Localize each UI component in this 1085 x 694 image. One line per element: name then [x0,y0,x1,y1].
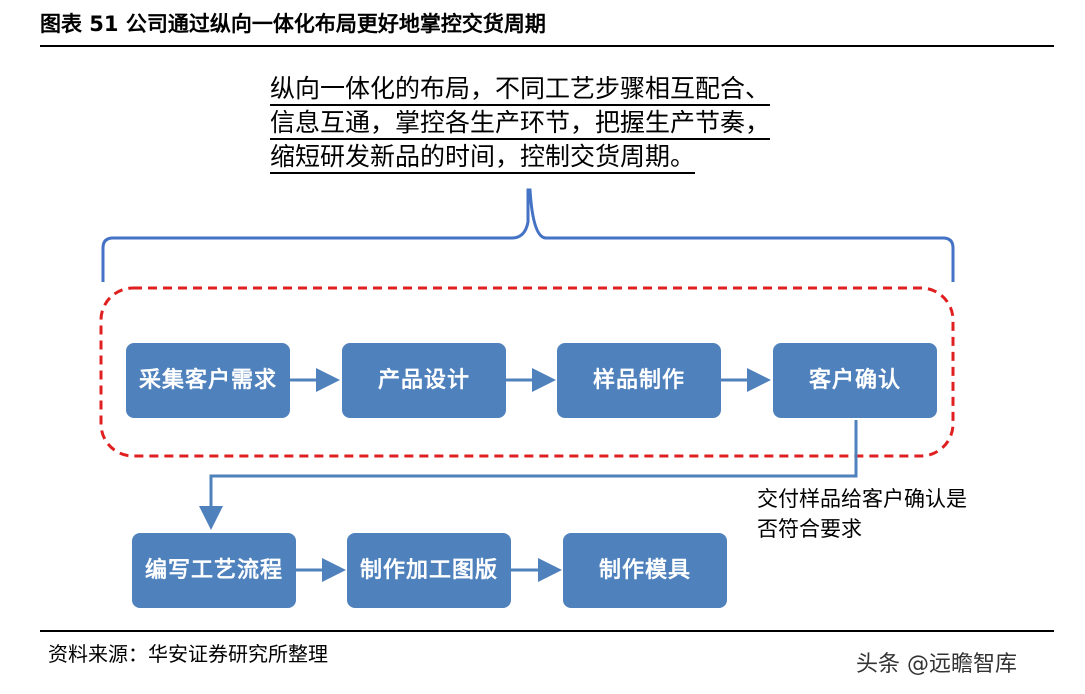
arrow-4-5 [199,420,858,530]
step-product-design: 产品设计 [342,343,506,418]
bottom-divider [40,630,1054,632]
curly-bracket [101,188,955,282]
figure-title: 图表 51 公司通过纵向一体化布局更好地掌控交货周期 [40,12,546,36]
watermark: 头条 @远瞻智库 [856,652,1017,677]
step-collect-requirements: 采集客户需求 [126,343,290,418]
note-line-2: 信息互通，掌控各生产环节，把握生产节奏， [270,106,870,140]
step-mold-making: 制作模具 [563,533,727,608]
step-plate-making: 制作加工图版 [347,533,511,608]
source-caption: 资料来源：华安证券研究所整理 [48,642,328,666]
step-process-writing: 编写工艺流程 [132,533,296,608]
note-line-3: 缩短研发新品的时间，控制交货周期。 [270,140,870,174]
confirmation-note: 交付样品给客户确认是否符合要求 [757,487,967,541]
top-divider [40,45,1054,47]
step-sample-making: 样品制作 [557,343,721,418]
dashed-group-frame [99,286,955,458]
note-line-1: 纵向一体化的布局，不同工艺步骤相互配合、 [270,72,870,106]
step-customer-confirmation: 客户确认 [773,343,937,418]
summary-note: 纵向一体化的布局，不同工艺步骤相互配合、 信息互通，掌控各生产环节，把握生产节奏… [270,72,870,174]
